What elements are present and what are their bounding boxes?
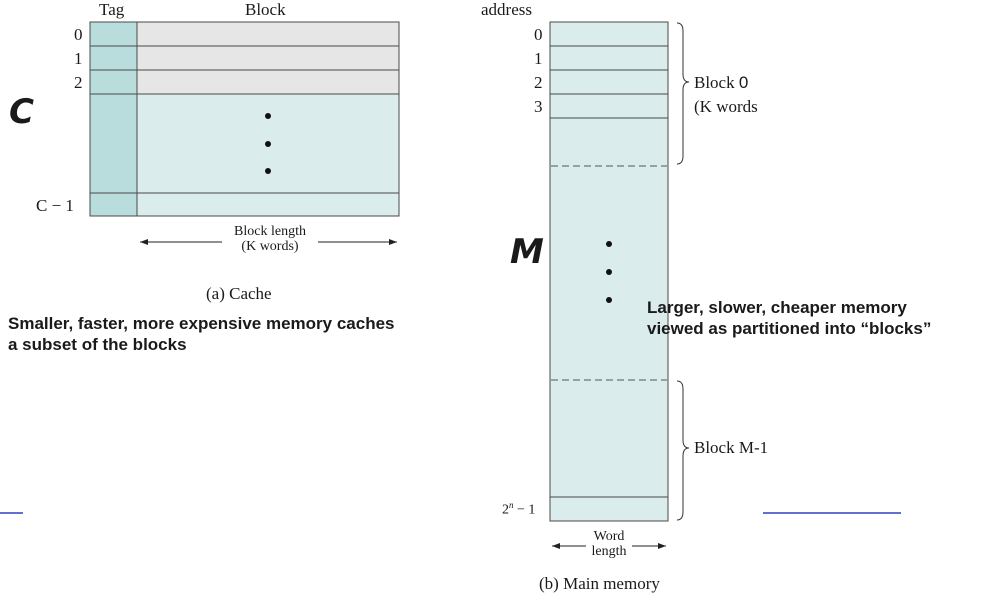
block0-word: Block xyxy=(694,73,735,92)
cache-row-index: 1 xyxy=(74,49,83,68)
cache-block-header: Block xyxy=(245,0,286,19)
cache-line-2 xyxy=(136,69,400,95)
memory-row-index: 3 xyxy=(534,97,543,116)
memory-description-line1: Larger, slower, cheaper memory xyxy=(647,298,907,317)
block-length-line1: Block length xyxy=(234,224,306,239)
cache-row-last: C − 1 xyxy=(36,196,74,215)
block-length-line2: (K words) xyxy=(241,239,299,255)
memory-letter-m: M xyxy=(510,232,544,272)
memory-caption: (b) Main memory xyxy=(539,574,660,593)
cache-line-1 xyxy=(136,45,400,71)
memory-last-address-exp: n xyxy=(509,500,514,510)
memory-ellipsis-dot xyxy=(606,269,612,275)
cache-tag-header: Tag xyxy=(99,0,125,19)
cache-letter-c: C xyxy=(9,92,34,132)
cache-description-line1: Smaller, faster, more expensive memory c… xyxy=(8,314,395,333)
memory-ellipsis-dot xyxy=(606,241,612,247)
cache-tag-column xyxy=(89,21,138,217)
memory-row-index: 0 xyxy=(534,25,543,44)
word-length-line1: Word xyxy=(593,529,625,544)
cache-ellipsis-dot xyxy=(265,141,271,147)
memory-last-address: 2n − 1 xyxy=(502,500,535,519)
cache-ellipsis-dot xyxy=(265,168,271,174)
blockm-brace xyxy=(676,380,690,521)
cache-row-index: 2 xyxy=(74,73,83,92)
memory-address-header: address xyxy=(481,0,532,19)
block0-size: (K words xyxy=(694,97,758,116)
memory-description: Larger, slower, cheaper memory viewed as… xyxy=(647,297,982,339)
blockm-label: Block M-1 xyxy=(694,438,768,458)
memory-last-address-base: 2 xyxy=(502,502,509,518)
cache-description-line2: a subset of the blocks xyxy=(8,335,187,354)
memory-description-line2: viewed as partitioned into “blocks” xyxy=(647,319,932,338)
blockm-number: M-1 xyxy=(738,438,769,457)
block-length-label: Block length (K words) xyxy=(222,224,318,255)
memory-ellipsis-dot xyxy=(606,297,612,303)
memory-last-address-rest: − 1 xyxy=(513,502,536,518)
memory-row-index: 1 xyxy=(534,49,543,68)
cache-caption: (a) Cache xyxy=(206,284,272,303)
blockm-word: Block xyxy=(694,438,735,457)
memory-row-index: 2 xyxy=(534,73,543,92)
word-length-label: Word length xyxy=(584,529,634,560)
block0-brace xyxy=(676,22,690,165)
cache-row-index: 0 xyxy=(74,25,83,44)
block0-label: Block 0 xyxy=(694,73,748,93)
cache-description: Smaller, faster, more expensive memory c… xyxy=(8,313,478,355)
cache-ellipsis-dot xyxy=(265,113,271,119)
block0-number: 0 xyxy=(738,73,749,92)
cache-line-0 xyxy=(136,21,400,47)
word-length-line2: length xyxy=(591,544,627,560)
